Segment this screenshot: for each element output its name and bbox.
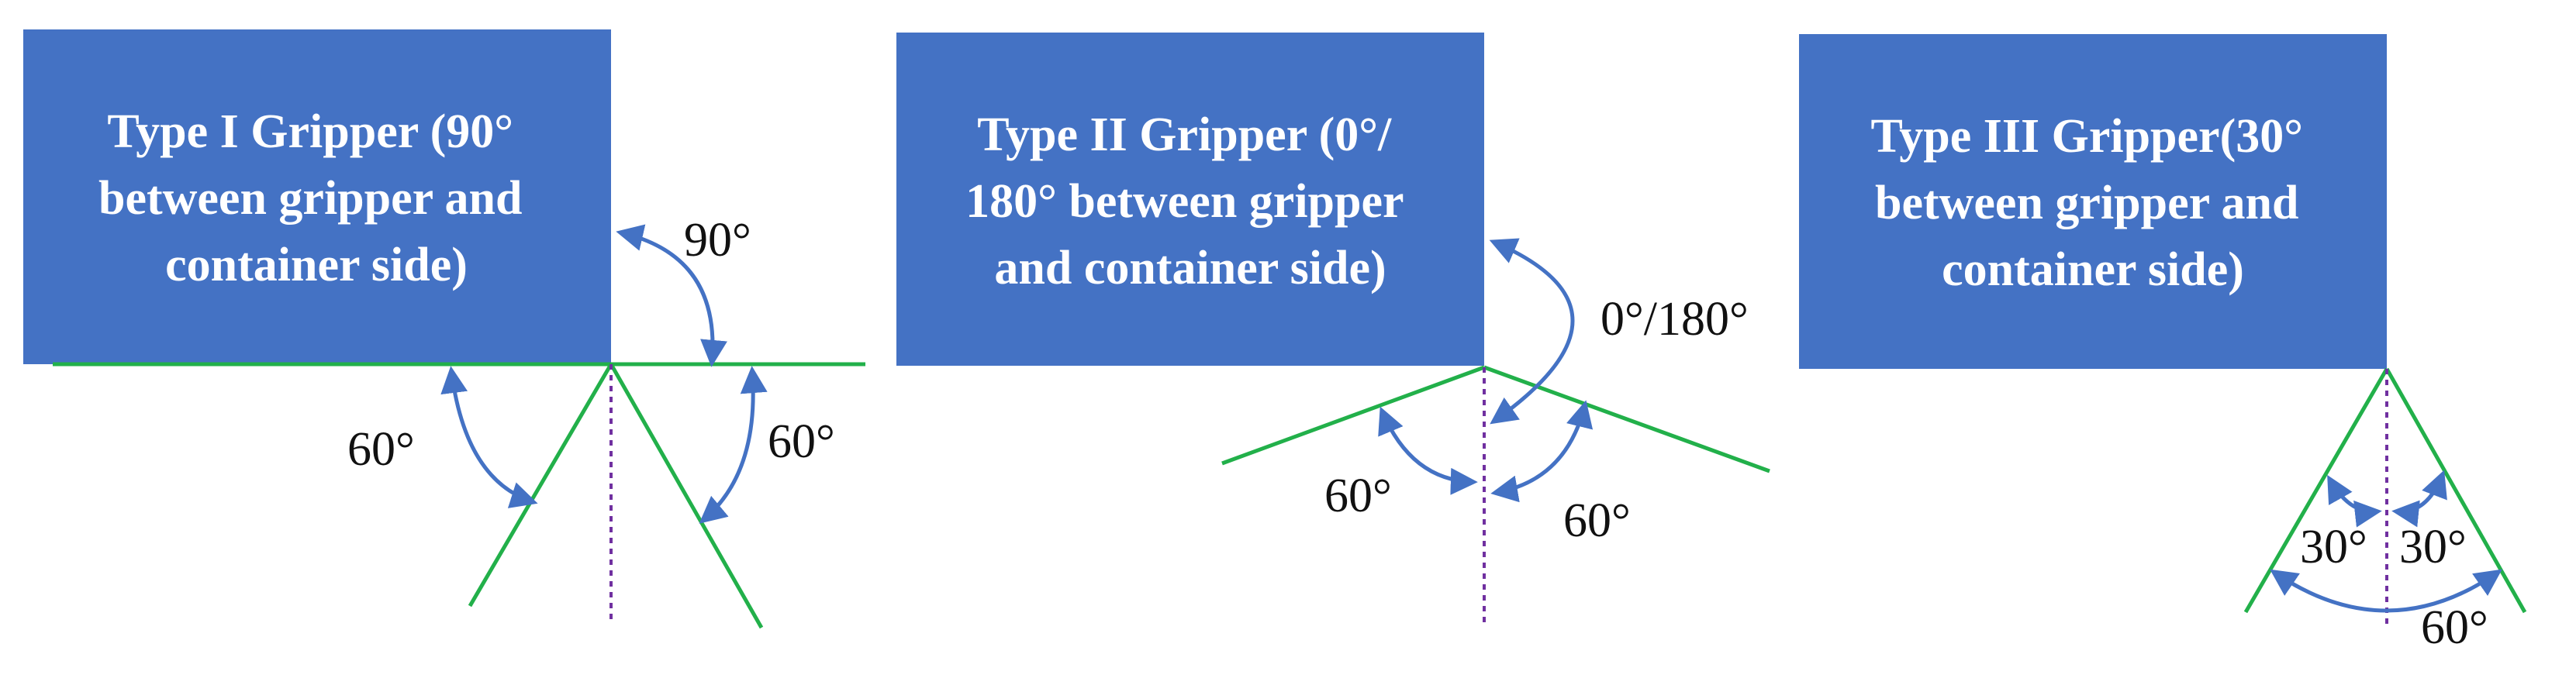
container-side-right [1483,365,1770,473]
gripper-label-line: between gripper and [98,172,523,225]
gripper-label-type-2: Type II Gripper (0°/ 180° between grippe… [965,108,1415,294]
panel-type-2: Type II Gripper (0°/ 180° between grippe… [896,33,1770,626]
gripper-label-line: and container side) [994,242,1386,294]
container-side-right [2384,367,2527,614]
gripper-box-type-1 [23,29,611,364]
gripper-label-line: 180° between gripper [965,175,1404,228]
angle-arrow-60-left [1378,406,1478,495]
angle-arrow-60-right [699,366,768,524]
gripper-label-line: container side) [1942,243,2244,296]
angle-label-30-left: 30° [2300,521,2367,573]
container-side-left [2243,367,2389,614]
angle-label-60-left: 60° [1324,470,1392,522]
gripper-label-type-3: Type III Gripper(30° between gripper and… [1870,110,2315,296]
gripper-box-type-2 [896,33,1484,366]
gripper-label-line: container side) [165,239,468,291]
gripper-label-line: between gripper and [1875,177,2299,229]
panel-type-3: Type III Gripper(30° between gripper and… [1799,34,2527,654]
angle-label-60: 60° [2421,601,2488,654]
angle-arrow-0-180 [1489,238,1575,425]
gripper-label-type-1: Type I Gripper (90° between gripper and … [98,105,534,291]
gripper-label-line: Type II Gripper (0°/ [977,108,1392,161]
angle-label-60-right: 60° [1563,494,1631,547]
gripper-box-type-3 [1799,34,2387,369]
angle-arrow-60-left [440,366,538,508]
angle-arrow-60 [2270,569,2502,613]
panel-type-1: Type I Gripper (90° between gripper and … [23,29,865,629]
angle-label-90: 90° [684,214,751,267]
angle-arrow-30-left [2327,474,2382,528]
container-side-left [468,363,613,608]
angle-label-60-right: 60° [768,415,835,468]
angle-label-30-right: 30° [2399,521,2467,573]
angle-label-0-180: 0°/180° [1601,293,1749,346]
gripper-label-line: Type III Gripper(30° [1870,110,2303,163]
angle-arrow-60-right [1490,400,1594,503]
container-side-left [1221,365,1485,466]
angle-arrow-30-right [2391,470,2447,528]
angle-arrow-90 [616,224,727,367]
gripper-label-line: Type I Gripper (90° [107,105,513,158]
angle-label-60-left: 60° [347,423,415,476]
container-side-right [609,363,764,629]
